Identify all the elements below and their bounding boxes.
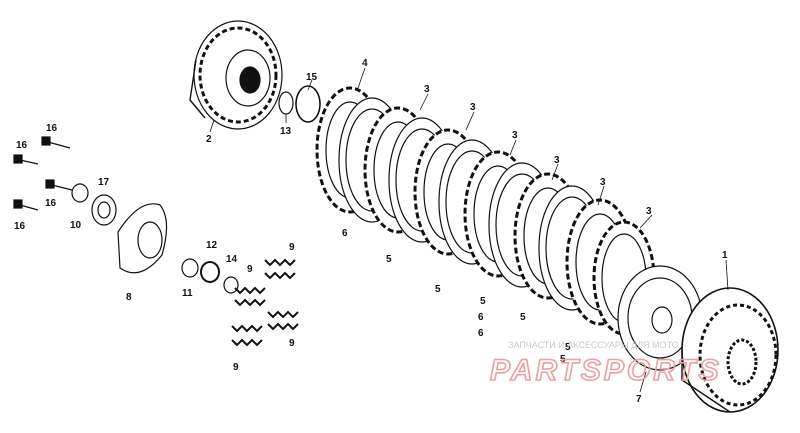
callout-9: 9: [289, 338, 295, 349]
callout-11: 11: [182, 288, 193, 299]
bearing-17: [91, 194, 117, 226]
callout-16: 16: [46, 123, 58, 134]
callout-5: 5: [435, 284, 441, 295]
callout-3: 3: [470, 102, 476, 113]
callout-16: 16: [16, 140, 28, 151]
watermark-tagline: ЗАПЧАСТИ И АКСЕССУАРЫ ДЛЯ МОТО: [508, 340, 679, 350]
callout-3: 3: [554, 155, 560, 166]
callout-5: 5: [480, 296, 486, 307]
leader-lines: [209, 67, 729, 393]
callout-15: 15: [306, 72, 318, 83]
callout-5: 5: [386, 254, 392, 265]
callout-17: 17: [98, 177, 110, 188]
callout-9: 9: [289, 242, 295, 253]
callout-10: 10: [70, 220, 82, 231]
springs-9: [231, 258, 299, 347]
callout-5: 5: [560, 354, 566, 365]
lifter-plate-8: [117, 203, 168, 274]
callout-5: 5: [565, 342, 571, 353]
clutch-center-1: [681, 287, 779, 413]
callout-7: 7: [636, 394, 642, 405]
nut-12: [200, 261, 220, 283]
callout-3: 3: [646, 206, 652, 217]
callout-14: 14: [226, 254, 238, 265]
collar-10: [71, 183, 89, 203]
callout-16: 16: [45, 198, 57, 209]
outer-clutch-gear: [189, 20, 283, 130]
callout-3: 3: [512, 130, 518, 141]
washer-14: [223, 276, 239, 294]
watermark-brand: PARTSPORTS: [490, 354, 722, 387]
watermark: ЗАПЧАСТИ И АКСЕССУАРЫ ДЛЯ МОТО PARTSPORT…: [489, 340, 722, 388]
callout-13: 13: [280, 126, 292, 137]
washer-11: [181, 258, 199, 278]
circlip-15: [295, 85, 321, 123]
callout-6: 6: [478, 312, 484, 323]
callout-8: 8: [126, 292, 132, 303]
callout-2: 2: [206, 134, 212, 145]
callout-6: 6: [342, 228, 348, 239]
callout-1: 1: [722, 250, 728, 261]
callout-16: 16: [14, 221, 26, 232]
callout-5: 5: [520, 312, 526, 323]
washer-13: [278, 91, 294, 115]
callout-9: 9: [233, 362, 239, 373]
callout-labels: 1 2 3 3 3 3 3 3 4 5 5 5 5 5 5 6 6 6 7 8 …: [14, 58, 728, 405]
callout-4: 4: [362, 58, 368, 69]
callout-3: 3: [600, 177, 606, 188]
callout-3: 3: [424, 84, 430, 95]
callout-12: 12: [206, 240, 218, 251]
callout-6: 6: [478, 328, 484, 339]
callout-9: 9: [247, 264, 253, 275]
bolts-16: [13, 136, 73, 211]
